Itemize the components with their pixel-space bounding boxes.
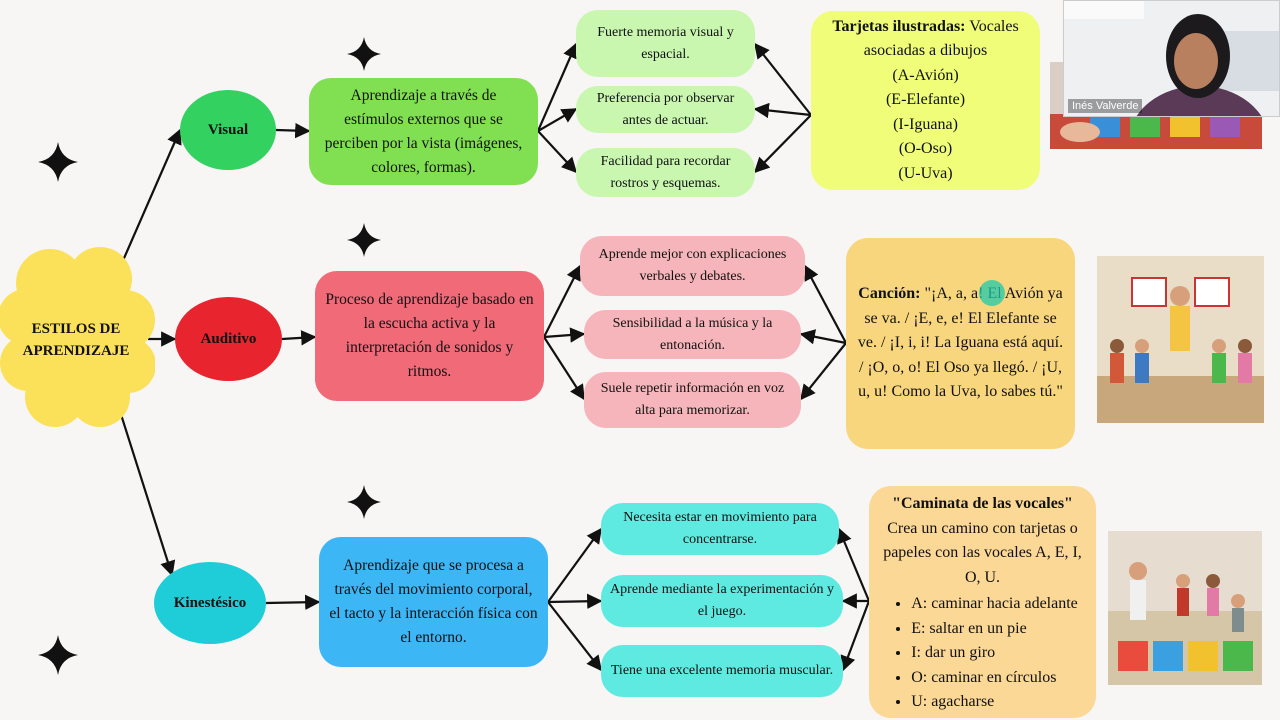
style-kinestesico: Kinestésico <box>154 562 266 644</box>
center-title: ESTILOS DE APRENDIZAJE <box>6 318 146 362</box>
style-visual: Visual <box>180 90 276 170</box>
kinestesico-description-text: Aprendizaje que se procesa a través del … <box>329 557 538 646</box>
visual-feature-text: Preferencia por observar antes de actuar… <box>596 90 735 128</box>
vowel-action-item: A: caminar hacia adelante <box>911 592 1078 617</box>
kinestesico-activity-text: Crea un camino con tarjetas o papeles co… <box>883 519 1082 586</box>
auditivo-photo <box>1097 256 1264 423</box>
vowel-action-item: O: caminar en círculos <box>911 666 1078 691</box>
vowel-line: (I-Iguana) <box>893 115 958 133</box>
center-cloud-shape <box>0 247 155 427</box>
kinestesico-feature-text: Aprende mediante la experimentación y el… <box>610 582 834 619</box>
kinestesico-feature-text: Necesita estar en movimiento para concen… <box>623 510 817 547</box>
participant-name: Inés Valverde <box>1068 99 1143 113</box>
visual-feature: Preferencia por observar antes de actuar… <box>576 86 755 133</box>
sparkle-star-icon <box>38 635 78 675</box>
kinestesico-activity-card: "Caminata de las vocales" Crea un camino… <box>869 486 1096 718</box>
video-call-thumbnail[interactable]: Inés Valverde <box>1063 0 1280 117</box>
vowel-actions-list: A: caminar hacia adelante E: saltar en u… <box>887 592 1078 715</box>
cursor-highlight <box>979 280 1005 306</box>
kinestesico-feature-text: Tiene una excelente memoria muscular. <box>610 663 834 678</box>
vowel-action-item: I: dar un giro <box>911 641 1078 666</box>
vowel-action-item: E: saltar en un pie <box>911 617 1078 642</box>
sparkle-star-icon <box>347 223 381 257</box>
auditivo-activity-title: Canción: <box>858 285 921 303</box>
sparkle-star-icon <box>347 37 381 71</box>
style-visual-label: Visual <box>207 121 249 138</box>
visual-description: Aprendizaje a través de estímulos extern… <box>309 78 538 185</box>
song-lyrics: "¡A, a, a! El Avión ya se va. / ¡E, e, e… <box>857 285 1064 401</box>
kinestesico-feature: Aprende mediante la experimentación y el… <box>601 575 843 627</box>
visual-feature: Facilidad para recordar rostros y esquem… <box>576 148 755 197</box>
visual-description-text: Aprendizaje a través de estímulos extern… <box>324 86 523 176</box>
vowel-line: (O-Oso) <box>898 140 953 158</box>
vowel-line: (E-Elefante) <box>885 91 966 109</box>
kinestesico-feature: Necesita estar en movimiento para concen… <box>601 503 839 555</box>
vowel-line: (U-Uva) <box>898 164 953 182</box>
kinestesico-activity-title: "Caminata de las vocales" <box>892 495 1073 512</box>
center-title-line2: APRENDIZAJE <box>22 343 130 359</box>
auditivo-feature: Suele repetir información en voz alta pa… <box>584 372 801 428</box>
style-auditivo-label: Auditivo <box>200 330 257 347</box>
auditivo-feature-text: Sensibilidad a la música y la entonación… <box>612 315 773 353</box>
visual-activity-card: Tarjetas ilustradas: Vocales asociadas a… <box>811 11 1040 190</box>
auditivo-description: Proceso de aprendizaje basado en la escu… <box>315 271 544 401</box>
vowel-action-item: U: agacharse <box>911 690 1078 715</box>
visual-activity-title: Tarjetas ilustradas: <box>832 17 966 35</box>
style-auditivo: Auditivo <box>175 297 282 381</box>
style-kinestesico-label: Kinestésico <box>173 594 247 611</box>
visual-feature: Fuerte memoria visual y espacial. <box>576 10 755 77</box>
center-title-line1: ESTILOS DE <box>31 321 121 337</box>
auditivo-feature: Sensibilidad a la música y la entonación… <box>584 310 801 359</box>
vowel-line: (A-Avión) <box>892 66 959 84</box>
visual-feature-text: Facilidad para recordar rostros y esquem… <box>600 153 731 191</box>
participant-video <box>1064 1 1279 116</box>
kinestesico-description: Aprendizaje que se procesa a través del … <box>319 537 548 667</box>
auditivo-activity-card: Canción: "¡A, a, a! El Avión ya se va. /… <box>846 238 1075 449</box>
kinestesico-feature: Tiene una excelente memoria muscular. <box>601 645 843 697</box>
auditivo-feature-text: Aprende mejor con explicaciones verbales… <box>598 247 787 284</box>
visual-activity-text: Vocales asociadas a dibujos <box>863 17 1019 60</box>
kinestesico-photo <box>1108 531 1262 685</box>
sparkle-star-icon <box>38 142 78 182</box>
auditivo-feature: Aprende mejor con explicaciones verbales… <box>580 236 805 296</box>
visual-feature-text: Fuerte memoria visual y espacial. <box>597 24 734 62</box>
sparkle-star-icon <box>347 485 381 519</box>
auditivo-feature-text: Suele repetir información en voz alta pa… <box>600 381 785 418</box>
auditivo-description-text: Proceso de aprendizaje basado en la escu… <box>325 291 534 380</box>
